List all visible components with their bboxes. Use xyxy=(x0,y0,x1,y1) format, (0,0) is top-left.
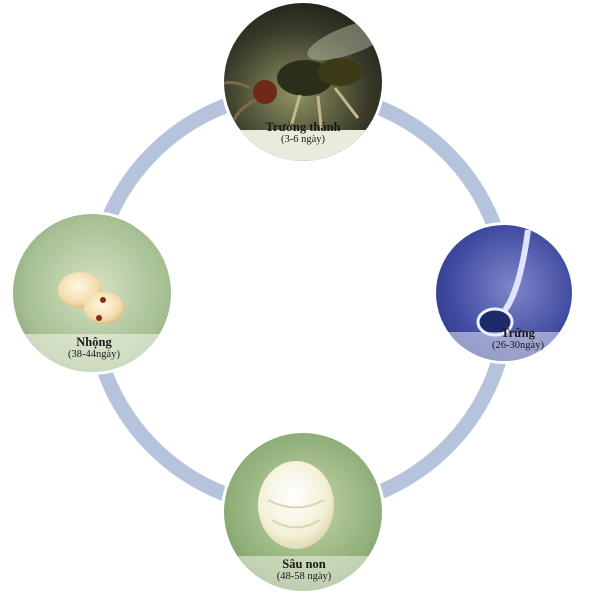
stage-label-adult: Trưởng thành (3-6 ngày) xyxy=(223,121,383,145)
stage-label-larva: Sâu non (48-58 ngày) xyxy=(224,558,384,582)
stage-name-adult: Trưởng thành xyxy=(223,121,383,134)
stage-duration-pupa: (38-44ngày) xyxy=(14,349,174,360)
stage-duration-egg: (26-30ngày) xyxy=(438,340,589,351)
stage-label-egg: Trứng (26-30ngày) xyxy=(438,327,589,351)
stage-duration-larva: (48-58 ngày) xyxy=(224,571,384,582)
stage-label-pupa: Nhộng (38-44ngày) xyxy=(14,336,174,360)
stage-name-egg: Trứng xyxy=(438,327,589,340)
stage-name-pupa: Nhộng xyxy=(14,336,174,349)
stage-duration-adult: (3-6 ngày) xyxy=(223,134,383,145)
stage-name-larva: Sâu non xyxy=(224,558,384,571)
